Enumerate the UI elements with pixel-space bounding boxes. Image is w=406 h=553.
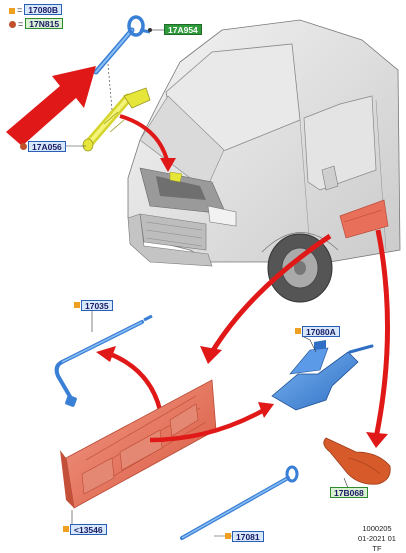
- legend-circle-row: =17N815: [9, 18, 64, 30]
- figure-date: 01-2021 01: [358, 534, 396, 543]
- square-marker-icon: [63, 526, 69, 532]
- leader-line: [107, 63, 113, 111]
- part-label-17a954: 17A954: [164, 24, 202, 35]
- square-marker-icon: [225, 533, 231, 539]
- arrow-to-bag: [373, 229, 391, 439]
- part-label-13546: <13546: [70, 524, 107, 535]
- circle-marker-icon: [20, 143, 27, 150]
- pointer-arrow: [6, 66, 96, 146]
- legend-square-row: =17080B: [9, 4, 63, 16]
- tow-hook-illustration: [82, 87, 151, 152]
- arrow-to-tray: [209, 233, 332, 354]
- part-label-17b068: 17B068: [330, 487, 368, 498]
- arrow-to-engine: [119, 114, 170, 165]
- part-label-17081: 17081: [232, 531, 264, 542]
- part-label-17080a: 17080A: [302, 326, 340, 337]
- part-label-17035: 17035: [81, 300, 113, 311]
- wheel-brace-illustration: [54, 314, 153, 407]
- jack-illustration: [271, 340, 374, 411]
- storage-tray-illustration: [60, 379, 217, 509]
- jack-handle-illustration: [180, 465, 299, 540]
- square-symbol-icon: [9, 7, 15, 14]
- arrow-to-jack: [149, 408, 266, 443]
- figure-code: 1000205: [362, 524, 392, 533]
- part-label-17a056: 17A056: [28, 141, 66, 152]
- legend-ref-17n815: 17N815: [25, 18, 64, 29]
- tow-wrench-illustration: [93, 15, 151, 75]
- square-marker-icon: [74, 302, 80, 308]
- figure-tag: TF: [372, 544, 382, 553]
- circle-symbol-icon: [9, 21, 16, 29]
- square-marker-icon: [295, 328, 301, 334]
- bag-illustration: [323, 437, 391, 485]
- legend-ref-17080b: 17080B: [24, 4, 63, 15]
- van-illustration: [127, 19, 401, 303]
- arrow-to-brace: [109, 351, 163, 411]
